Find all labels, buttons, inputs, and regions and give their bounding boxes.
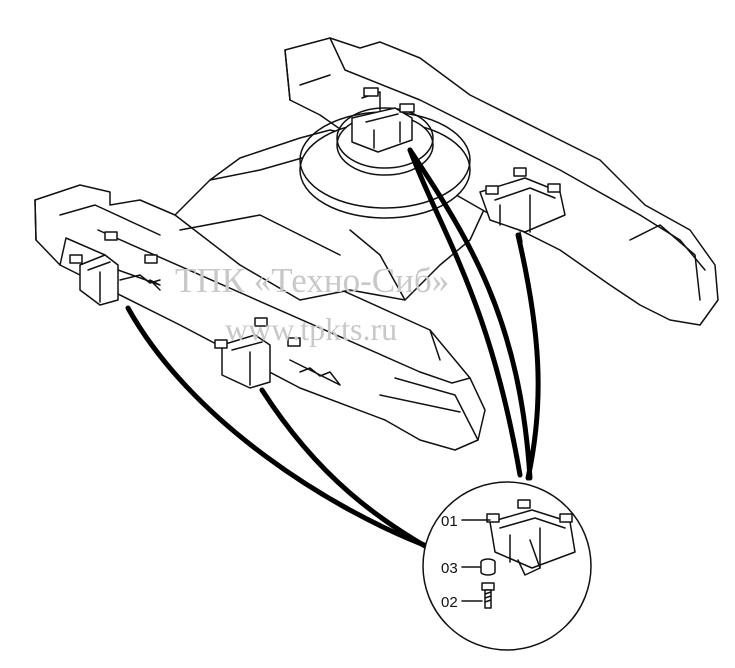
callout-label-01: 01 — [441, 513, 458, 530]
callout-label-03: 03 — [441, 560, 458, 577]
bracket-top-center — [351, 87, 415, 153]
bracket-left-mid — [214, 317, 341, 389]
leader-lines — [125, 147, 541, 555]
bracket-right — [479, 167, 566, 243]
part-03-spacer — [480, 558, 496, 576]
watermark-line-2: www.tpkts.ru — [225, 311, 397, 347]
part-02-bolt — [481, 582, 495, 609]
part-01-bracket — [486, 499, 576, 576]
detail-circle: 01 03 02 — [422, 481, 592, 651]
bracket-left-front — [69, 231, 161, 306]
watermark-line-1: ТПК «Техно-Сиб» — [175, 261, 449, 300]
callout-label-02: 02 — [441, 594, 458, 611]
